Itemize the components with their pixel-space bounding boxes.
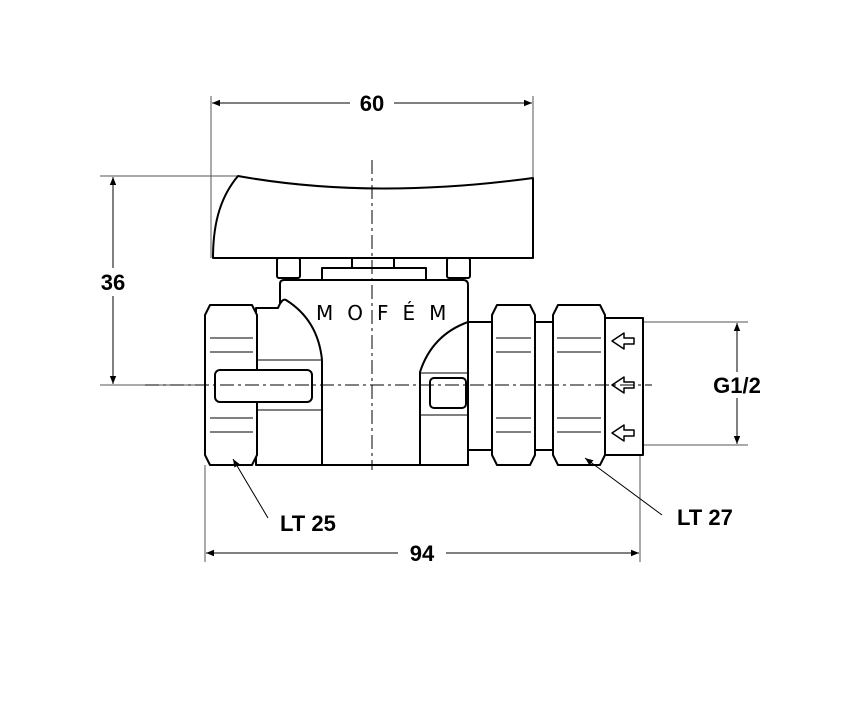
dimension-36: 36 (90, 177, 136, 384)
svg-text:36: 36 (101, 270, 125, 295)
dimension-94: 94 (206, 540, 639, 566)
dimension-60: 60 (212, 90, 532, 116)
brand-text: MOFÉM (316, 301, 460, 325)
svg-text:LT 27: LT 27 (677, 505, 733, 530)
right-union (467, 304, 644, 466)
leader-lt27: LT 27 (584, 457, 733, 530)
svg-text:60: 60 (360, 91, 384, 116)
leader-lt25: LT 25 (232, 458, 336, 536)
handle (212, 175, 534, 283)
svg-text:G1/2: G1/2 (713, 373, 761, 398)
svg-text:94: 94 (410, 541, 435, 566)
svg-text:LT 25: LT 25 (280, 511, 336, 536)
valve-body: MOFÉM (255, 279, 469, 466)
dimension-thread: G1/2 (700, 323, 774, 444)
extension-lines (100, 96, 748, 562)
